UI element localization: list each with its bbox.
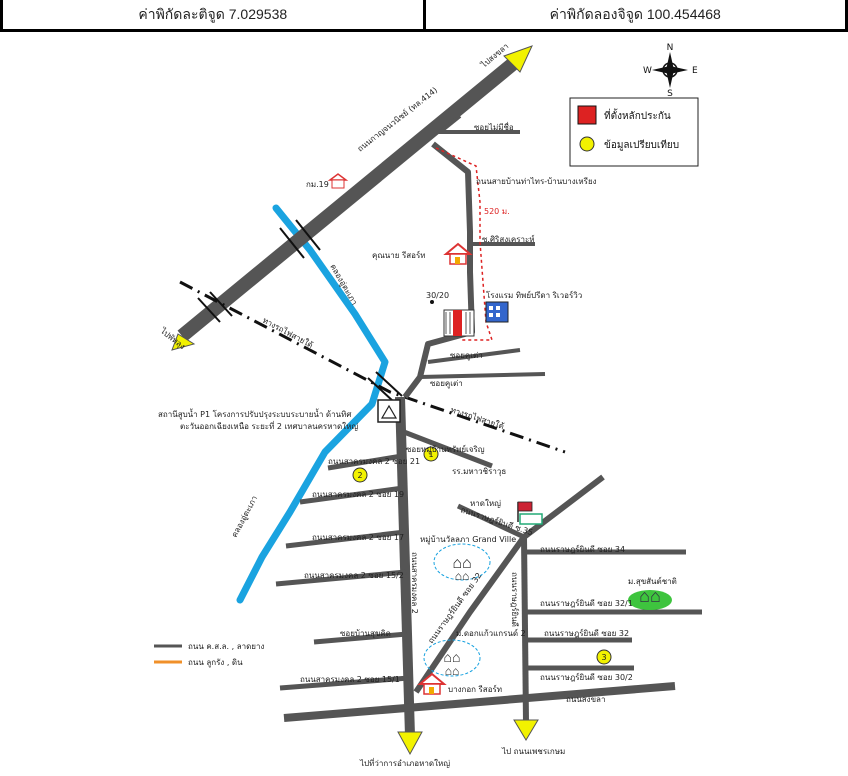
- bridge-crossing-icon: [197, 219, 403, 403]
- road-soi-khuan2: [419, 372, 546, 379]
- route-indicator: [435, 147, 494, 341]
- bangkok-resort-label: บางกอก รีสอร์ท: [448, 684, 502, 694]
- road-school: [456, 503, 526, 540]
- main-highway: [177, 52, 525, 342]
- ratsadon-main-label: ถนนราษฎร์ยินดี: [510, 572, 520, 627]
- svg-text:W: W: [643, 66, 652, 76]
- soi-32-label: ถนนราษฎร์ยินดี ซอย 32: [544, 628, 629, 638]
- pump-station-icon: [377, 399, 401, 423]
- soi-32-1-label: ถนนราษฎร์ยินดี ซอย 32/1: [540, 598, 633, 608]
- svg-text:⌂⌂: ⌂⌂: [639, 586, 661, 606]
- bangkok-resort-icon: [417, 672, 447, 695]
- soi-ban-suan-label: ซอยบ้านสุขคิด: [340, 629, 391, 638]
- road-ban-thaphra-label: ถนนสายบ้านท่าไทร-บ้านบางเหรียง: [476, 177, 597, 186]
- road-ban-thaphra: [402, 141, 475, 399]
- legend-site-swatch: [577, 105, 597, 125]
- to-hatyai-arrow: [397, 731, 423, 756]
- coordinate-bar: ค่าพิกัดละติจูด 7.029538 ค่าพิกัดลองจิจู…: [0, 0, 848, 32]
- road-songkhla: [283, 682, 676, 722]
- legend-top: ที่ตั้งหลักประกัน ข้อมูลเปรียบเทียบ: [569, 97, 699, 167]
- svg-text:E: E: [692, 66, 698, 76]
- muban-kaew-icon: ⌂⌂ ⌂⌂: [423, 639, 481, 678]
- khun-nai-resort-icon: [443, 242, 473, 265]
- soi-15-1-label: ถนนสาครมงคล 2 ซอย 15/1: [300, 675, 400, 684]
- longitude-label: ค่าพิกัดลองจิจูด 100.454468: [426, 0, 848, 29]
- svg-text:1: 1: [428, 450, 433, 459]
- khun-nai-resort-label: คุณนาย รีสอร์ท: [372, 250, 426, 260]
- road-soi-15-1: [279, 675, 410, 691]
- pump-station-label-2: ตะวันออกเฉียงเหนือ ระยะที่ 2 เทศบาลนครหา…: [180, 420, 358, 431]
- svg-text:⌂⌂: ⌂⌂: [455, 569, 470, 583]
- to-songkhla-arrow: [503, 45, 533, 73]
- soi-21-label: ถนนสาครมงคล 2 ซอย 21: [328, 457, 420, 466]
- road-soi-15-2: [275, 569, 407, 587]
- to-phatthalung-arrow: [171, 333, 196, 351]
- svg-text:N: N: [667, 43, 674, 53]
- to-phetkasem-label: ไป ถนนเพชรเกษม: [501, 747, 565, 756]
- road-ratsadon-main: [521, 536, 529, 723]
- muban-sukhon-label: ม.สุขสันต์ชาติ: [628, 576, 677, 586]
- soi-muban-label: ซอยหมู่บ้านทรัพย์เจริญ: [406, 444, 485, 455]
- svg-text:⌂⌂: ⌂⌂: [444, 649, 461, 665]
- distance-520-label: 520 ม.: [484, 207, 510, 216]
- sakhon-main-label: ถนนสาครมงคล 2: [410, 552, 419, 614]
- hotel-icon: [485, 301, 509, 323]
- soi-17-label: ถนนสาครมงคล 2 ซอย 17: [312, 533, 404, 542]
- soi-15-2-label: ถนนสาครมงคล 2 ซอย 15/2: [304, 571, 404, 580]
- location-map: ⌂⌂ ⌂⌂ ⌂⌂ ⌂⌂ ⌂⌂ 1 2 3 N S E W: [154, 42, 702, 768]
- school-label-2: หาดใหญ่: [470, 499, 501, 508]
- collateral-site: [430, 300, 475, 337]
- legend-road-dirt-label: ถนน ลูกรัง , ดิน: [188, 658, 243, 668]
- svg-text:⌂⌂: ⌂⌂: [452, 555, 471, 572]
- svg-text:⌂⌂: ⌂⌂: [445, 664, 460, 678]
- road-soi-ban-suan: [313, 631, 408, 645]
- latitude-label: ค่าพิกัดละติจูด 7.029538: [0, 0, 426, 29]
- soi-30-2-label: ถนนราษฎร์ยินดี ซอย 30/2: [540, 672, 633, 682]
- road-soi-17: [285, 529, 406, 549]
- muban-sukhon-icon: ⌂⌂: [628, 586, 672, 610]
- soi-34-label: ถนนราษฎร์ยินดี ซอย 34: [540, 544, 625, 554]
- comparable-marker-1: 1: [423, 446, 439, 462]
- pump-station-label: สถานีสูบน้ำ P1 โครงการปรับปรุงระบบระบายน…: [158, 408, 351, 420]
- legend-bottom: ถนน ค.ส.ล. , ลาดยาง ถนน ลูกรัง , ดิน: [154, 642, 264, 668]
- railway-line: [179, 280, 566, 454]
- to-hatyai-label: ไปที่ว่าการอำเภอหาดใหญ่: [359, 757, 450, 768]
- svg-text:3: 3: [601, 653, 606, 662]
- soi-mai-mi-chue-label: ซอยไม่มีชื่อ: [474, 121, 514, 132]
- comparable-marker-3: 3: [596, 649, 612, 665]
- road-soi-21: [327, 453, 403, 471]
- soi-khuan2-label: ซอยคูเต่า: [430, 379, 463, 389]
- to-phetkasem-arrow: [513, 719, 539, 741]
- muban-grand-label: หมู่บ้านวัลลภา Grand Ville: [420, 535, 516, 545]
- road-soi-19: [299, 485, 404, 505]
- legend-comparable-label: ข้อมูลเปรียบเทียบ: [604, 139, 679, 151]
- railway-bottom-label: ทางรถไฟสายใต้: [449, 405, 505, 431]
- legend-road-paved-label: ถนน ค.ส.ล. , ลาดยาง: [188, 642, 264, 651]
- road-soi-muban: [403, 429, 493, 469]
- railway-top-label: ทางรถไฟสายใต้: [261, 316, 314, 350]
- plot-30-20-label: 30/20: [426, 291, 449, 300]
- compass-rose-icon: N S E W: [643, 43, 698, 99]
- svg-text:S: S: [667, 89, 673, 99]
- legend-comparable-swatch: [579, 136, 595, 152]
- svg-text:2: 2: [357, 471, 362, 480]
- comparable-marker-2: 2: [352, 467, 368, 483]
- songkhla-road-label: ถนนสงขลา: [566, 695, 605, 704]
- road-soi-khuan: [427, 348, 521, 364]
- muban-grand-ville-icon: ⌂⌂ ⌂⌂: [433, 543, 491, 583]
- canal-u-taphao: [236, 204, 389, 604]
- soi-khuan-label: ซอยคูเต่า: [450, 351, 483, 361]
- school-label: รร.มหาวชิราวุธ: [452, 467, 506, 476]
- canal-bottom-label: คลองอู่ตะเภา: [230, 494, 260, 539]
- legend-site-label: ที่ตั้งหลักประกัน: [604, 108, 671, 122]
- road-soi-mai-mi-chue: [434, 114, 520, 134]
- km19-marker-icon: [327, 173, 349, 189]
- soi-siri-label: ซ.ศิริสงเคราะห์: [482, 234, 535, 244]
- soi-19-label: ถนนสาครมงคล 2 ซอย 19: [312, 490, 404, 499]
- road-ratsadon-diagonal: [413, 474, 605, 694]
- school-flag-icon: [517, 501, 543, 525]
- hotel-label: โรงแรม ทิพย์ปรีดา ริเวอร์วิว: [486, 290, 582, 300]
- muban-kaew-label: ม.ดอกแก้วแกรนด์ 2: [456, 628, 526, 638]
- km19-label: กม.19: [306, 180, 329, 189]
